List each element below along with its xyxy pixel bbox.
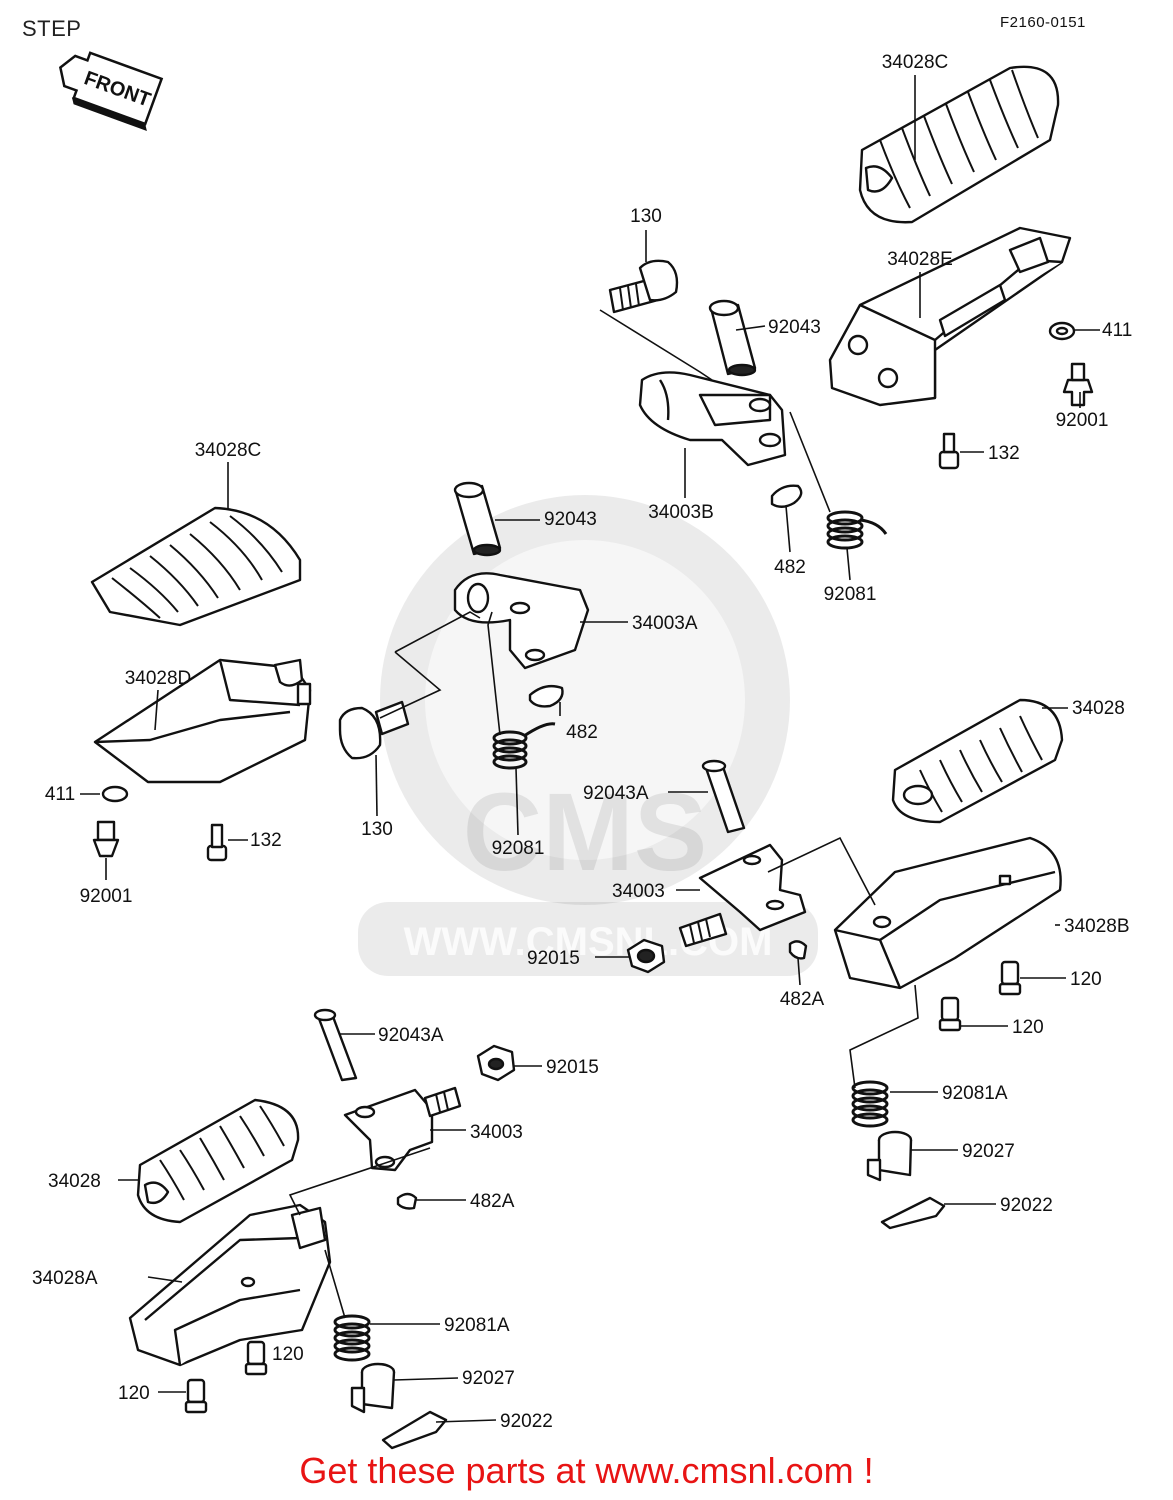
rubber-34028C-left [90, 506, 302, 627]
bolt-132-left [206, 823, 228, 862]
callout-120-right-1: 120 [1070, 969, 1102, 990]
callout-92043A-low: 92043A [378, 1025, 444, 1046]
pin-92043-mid [453, 481, 502, 557]
callout-34028D: 34028D [125, 668, 192, 689]
callout-92043-top: 92043 [768, 317, 821, 338]
callout-34028C-left: 34028C [195, 440, 262, 461]
callout-34028E: 34028E [887, 249, 953, 270]
callout-92081A-right: 92081A [942, 1083, 1008, 1104]
rubber-34028-left [136, 1098, 300, 1224]
callout-120-right-2: 120 [1012, 1017, 1044, 1038]
bolt-120-left-1 [244, 1340, 268, 1376]
callout-92027-low: 92027 [462, 1368, 515, 1389]
nut-411-right [1048, 321, 1076, 341]
callout-482-mid: 482 [566, 722, 598, 743]
callout-34028C-top: 34028C [882, 52, 949, 73]
spring-92081A-low [333, 1314, 371, 1362]
assembly-guide-lines [288, 309, 919, 1319]
callout-34003A: 34003A [632, 613, 698, 634]
page-title: STEP [22, 16, 82, 41]
nut-92015-mid [626, 938, 666, 974]
callout-130-mid: 130 [361, 819, 393, 840]
spring-92081A-right [851, 1080, 889, 1128]
step-34028A [128, 1203, 332, 1367]
callout-130-top: 130 [630, 206, 662, 227]
plunger-92027-low [350, 1362, 396, 1414]
bolt-120-right-1 [998, 960, 1022, 996]
callout-132-right: 132 [988, 443, 1020, 464]
leader-lines [80, 75, 1100, 1423]
rubber-34028C-top [858, 65, 1060, 224]
callout-92015-low: 92015 [546, 1057, 599, 1078]
callout-92001-right: 92001 [1056, 410, 1109, 431]
pin-92043A-mid [701, 759, 746, 834]
callout-92015-mid: 92015 [527, 948, 580, 969]
callout-411-left: 411 [45, 784, 75, 805]
callout-120-left-2: 120 [118, 1383, 150, 1404]
callout-92043A-mid: 92043A [583, 783, 649, 804]
nut-92015-low [476, 1044, 516, 1082]
callout-132-left: 132 [250, 830, 282, 851]
rubber-34028-right [891, 698, 1064, 824]
clip-92022-low [381, 1410, 448, 1450]
nipple-92001-right [1062, 362, 1094, 407]
drawing-code: F2160-0151 [1000, 14, 1086, 31]
spring-92081-top [826, 510, 888, 550]
callout-92022-right: 92022 [1000, 1195, 1053, 1216]
clip-482A-mid [788, 940, 808, 960]
callout-482A-mid: 482A [780, 989, 825, 1010]
bolt-130-top [608, 259, 679, 314]
bolt-120-right-2 [938, 996, 962, 1032]
callout-482A-low: 482A [470, 1191, 515, 1212]
step-34028D [93, 658, 312, 784]
clip-482A-low [396, 1192, 418, 1210]
clip-482-top [770, 484, 803, 508]
callout-34028B: 34028B [1064, 916, 1130, 937]
callout-92081-mid: 92081 [492, 838, 545, 859]
nut-411-left [101, 785, 129, 803]
callout-92043-mid: 92043 [544, 509, 597, 530]
callout-34003-low: 34003 [470, 1122, 523, 1143]
callout-92081-top: 92081 [824, 584, 877, 605]
callout-34028-right: 34028 [1072, 698, 1125, 719]
callout-92081A-low: 92081A [444, 1315, 510, 1336]
step-34028E [828, 226, 1072, 407]
spring-92081-mid [492, 722, 556, 770]
bracket-34003B [638, 371, 787, 467]
callout-34028A: 34028A [32, 1268, 98, 1289]
bolt-120-left-2 [184, 1378, 208, 1414]
bolt-132-right [938, 432, 960, 470]
clip-92022-right [880, 1196, 946, 1230]
callout-34028-left: 34028 [48, 1171, 101, 1192]
callout-92022-low: 92022 [500, 1411, 553, 1432]
pin-92043A-low [313, 1008, 358, 1082]
bracket-34003A [453, 572, 590, 670]
callout-120-left-1: 120 [272, 1344, 304, 1365]
callout-411-right: 411 [1102, 320, 1132, 341]
step-34028B [833, 836, 1062, 990]
clip-482-mid [528, 684, 564, 708]
bolt-130-mid [338, 700, 410, 760]
plunger-92027-right [866, 1130, 913, 1182]
callout-92001-left: 92001 [80, 886, 133, 907]
nipple-92001-left [92, 820, 120, 858]
pin-92043-top [708, 299, 757, 377]
callout-34003-mid: 34003 [612, 881, 665, 902]
callout-482-top: 482 [774, 557, 806, 578]
footer-link-text[interactable]: Get these parts at www.cmsnl.com ! [299, 1450, 874, 1491]
callout-92027-right: 92027 [962, 1141, 1015, 1162]
front-arrow-icon: FRONT [58, 51, 164, 131]
callout-labels: 34028C 34028E 130 92043 411 92001 132 34… [32, 52, 1132, 1432]
callout-34003B: 34003B [648, 502, 714, 523]
watermark-logo: CMS [463, 771, 707, 894]
